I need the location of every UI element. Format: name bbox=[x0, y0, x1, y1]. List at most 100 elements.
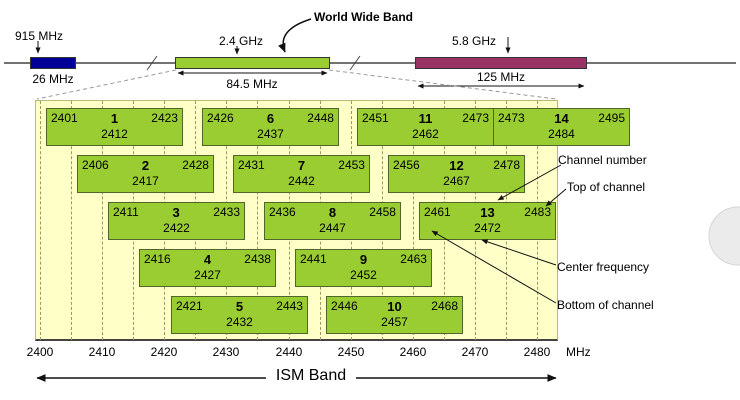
channel-number: 10 bbox=[387, 299, 402, 314]
channel-box-2: 2406 2 2428 2417 bbox=[77, 155, 214, 193]
channel-center-freq: 2432 bbox=[226, 315, 253, 329]
channel-center-freq: 2417 bbox=[132, 174, 159, 188]
channel-top-freq: 2453 bbox=[338, 158, 365, 172]
band-58-label: 5.8 GHz bbox=[452, 34, 497, 48]
channel-center-freq: 2442 bbox=[288, 174, 315, 188]
band-915-label: 915 MHz bbox=[15, 29, 64, 43]
channel-box-6: 2426 6 2448 2437 bbox=[202, 108, 339, 146]
channel-number: 13 bbox=[480, 205, 495, 220]
band-915-width-label: 26 MHz bbox=[32, 72, 74, 86]
channel-box-8: 2436 8 2458 2447 bbox=[264, 202, 401, 240]
legend-channel-number: Channel number bbox=[558, 153, 647, 167]
axis-tick-2400: 2400 bbox=[26, 345, 54, 359]
channel-bottom-freq: 2411 bbox=[113, 205, 139, 219]
channel-top-freq: 2423 bbox=[151, 111, 178, 125]
channel-box-9: 2441 9 2463 2452 bbox=[295, 249, 432, 287]
channel-number: 3 bbox=[172, 205, 180, 220]
channel-bottom-freq: 2401 bbox=[51, 111, 78, 125]
band-915-bar bbox=[30, 57, 76, 69]
channel-box-1: 2401 1 2423 2412 bbox=[46, 108, 183, 146]
channel-top-freq: 2428 bbox=[182, 158, 209, 172]
channel-center-freq: 2437 bbox=[257, 127, 284, 141]
channel-top-freq: 2458 bbox=[369, 205, 396, 219]
channel-top-freq: 2463 bbox=[400, 252, 427, 266]
channel-bottom-freq: 2416 bbox=[144, 252, 171, 266]
gridline-2460 bbox=[412, 101, 414, 340]
band-24-width-label: 84.5 MHz bbox=[226, 77, 278, 91]
gridline-2435 bbox=[257, 101, 259, 340]
channel-number: 6 bbox=[266, 111, 275, 126]
axis-tick-2470: 2470 bbox=[461, 345, 489, 359]
axis-tick-2460: 2460 bbox=[399, 345, 427, 359]
channel-number: 5 bbox=[235, 299, 244, 314]
channel-bottom-freq: 2426 bbox=[207, 111, 234, 125]
channel-box-5: 2421 5 2443 2432 bbox=[171, 296, 308, 334]
channel-center-freq: 2457 bbox=[381, 315, 408, 329]
axis-tick-2480: 2480 bbox=[523, 345, 551, 359]
channel-number: 14 bbox=[554, 111, 569, 126]
channel-bottom-freq: 2456 bbox=[393, 158, 420, 172]
channel-bottom-freq: 2461 bbox=[424, 205, 451, 219]
channel-box-4: 2416 4 2438 2427 bbox=[139, 249, 276, 287]
axis-tick-2410: 2410 bbox=[88, 345, 116, 359]
axis-tick-2440: 2440 bbox=[275, 345, 303, 359]
axis-tick-2420: 2420 bbox=[150, 345, 178, 359]
band-24-bar bbox=[175, 57, 330, 69]
legend-bottom-of-channel: Bottom of channel bbox=[557, 298, 654, 312]
channel-top-freq: 2443 bbox=[276, 299, 303, 313]
channel-bottom-freq: 2436 bbox=[269, 205, 296, 219]
channel-center-freq: 2422 bbox=[163, 221, 190, 235]
channel-box-12: 2456 12 2478 2467 bbox=[388, 155, 525, 193]
channel-number: 1 bbox=[110, 111, 119, 126]
channel-top-freq: 2448 bbox=[307, 111, 334, 125]
channel-number: 12 bbox=[449, 158, 464, 173]
axis-tick-2450: 2450 bbox=[337, 345, 365, 359]
channel-center-freq: 2452 bbox=[350, 268, 377, 282]
channel-box-3: 2411 3 2433 2422 bbox=[108, 202, 245, 240]
channel-top-freq: 2483 bbox=[524, 205, 551, 219]
channel-top-freq: 2473 bbox=[462, 111, 489, 125]
legend-top-of-channel: Top of channel bbox=[567, 180, 646, 194]
world-wide-band-label: World Wide Band bbox=[314, 10, 413, 24]
channel-box-13: 2461 13 2483 2472 bbox=[419, 202, 556, 240]
channel-top-freq: 2478 bbox=[493, 158, 520, 172]
gridline-2410 bbox=[102, 101, 104, 340]
ism-band-label: ISM Band bbox=[275, 367, 347, 384]
channel-top-freq: 2495 bbox=[598, 111, 625, 125]
channel-center-freq: 2467 bbox=[443, 174, 470, 188]
channel-number: 11 bbox=[418, 111, 433, 126]
gridline-2405 bbox=[71, 101, 73, 340]
channel-center-freq: 2472 bbox=[474, 221, 501, 235]
channel-center-freq: 2447 bbox=[319, 221, 346, 235]
channel-number: 2 bbox=[141, 158, 150, 173]
channel-bottom-freq: 2406 bbox=[82, 158, 109, 172]
watermark-circle bbox=[708, 206, 740, 266]
channel-bottom-freq: 2451 bbox=[362, 111, 389, 125]
channel-center-freq: 2462 bbox=[412, 127, 439, 141]
axis-tick-2430: 2430 bbox=[212, 345, 240, 359]
channel-box-14: 2473 14 2495 2484 bbox=[493, 108, 630, 146]
band-58-width-label: 125 MHz bbox=[476, 70, 526, 84]
channel-center-freq: 2484 bbox=[548, 127, 575, 141]
channel-bottom-freq: 2421 bbox=[176, 299, 203, 313]
channel-center-freq: 2427 bbox=[194, 268, 221, 282]
legend-center-frequency: Center frequency bbox=[557, 260, 650, 274]
channel-number: 9 bbox=[359, 252, 368, 267]
channel-center-freq: 2412 bbox=[101, 127, 128, 141]
channel-top-freq: 2438 bbox=[244, 252, 271, 266]
channel-bottom-freq: 2446 bbox=[331, 299, 358, 313]
band-58-bar bbox=[415, 57, 587, 69]
channel-number: 7 bbox=[297, 158, 306, 173]
channel-box-11: 2451 11 2473 2462 bbox=[357, 108, 494, 146]
channel-top-freq: 2433 bbox=[213, 205, 240, 219]
gridline-2400 bbox=[40, 101, 41, 340]
channel-number: 8 bbox=[328, 205, 337, 220]
channel-bottom-freq: 2473 bbox=[498, 111, 525, 125]
channel-bottom-freq: 2441 bbox=[300, 252, 327, 266]
axis-unit-label: MHz bbox=[566, 345, 591, 359]
band-24-label: 2.4 GHz bbox=[219, 34, 264, 48]
channel-number: 4 bbox=[203, 252, 212, 267]
